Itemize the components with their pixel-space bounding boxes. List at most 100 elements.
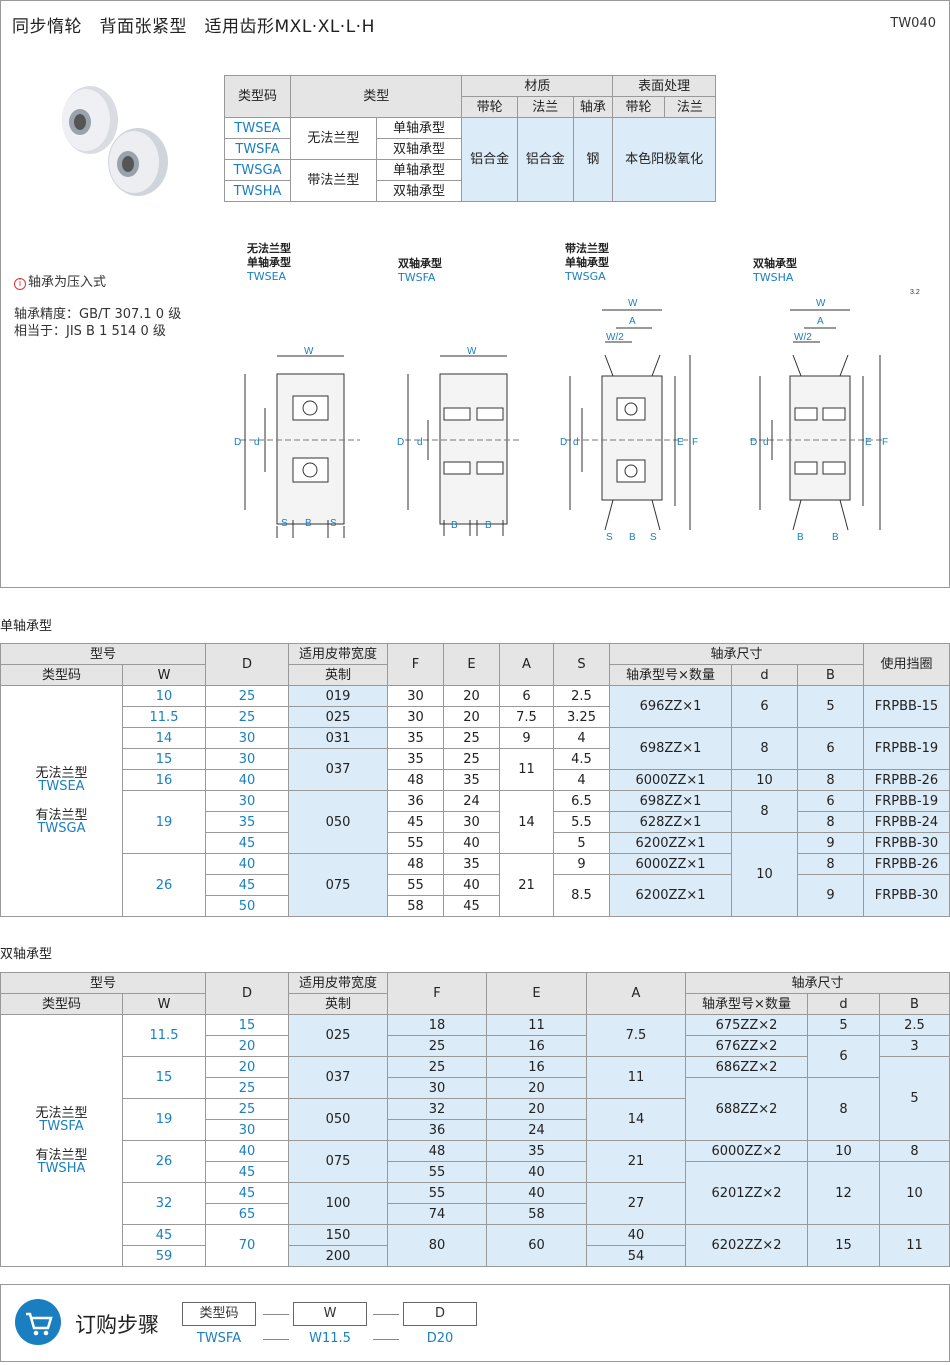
diagram-line: 单轴承型: [565, 256, 609, 269]
d-cell[interactable]: 45: [205, 874, 289, 896]
th-type: 类型: [289, 75, 463, 118]
d-cell[interactable]: 25: [205, 706, 289, 728]
dim-b: B: [629, 532, 636, 543]
bearing-model-cell: 6000ZZ×2: [685, 1140, 808, 1162]
dim-s: S: [281, 518, 288, 529]
th-typecode: 类型码: [224, 75, 291, 118]
d-cell[interactable]: 30: [205, 1119, 289, 1141]
d-cell[interactable]: 40: [205, 769, 289, 791]
dim-d-outer: D: [397, 437, 404, 448]
d-inner-cell: 6: [731, 685, 798, 728]
s-cell: 8.5: [553, 874, 610, 917]
ring-cell: FRPBB-26: [863, 853, 950, 875]
th-material: 材质: [461, 75, 614, 97]
w-cell[interactable]: 45: [122, 1224, 206, 1246]
d-cell[interactable]: 40: [205, 1140, 289, 1162]
width-cell: 037: [288, 748, 388, 791]
w-cell[interactable]: 10: [122, 685, 206, 707]
d-inner-cell: 8: [731, 727, 798, 770]
b-cell: 8: [797, 853, 864, 875]
bearing-model-cell: 676ZZ×2: [685, 1035, 808, 1057]
b-cell: 9: [797, 874, 864, 917]
d-cell[interactable]: 30: [205, 748, 289, 770]
technical-drawings: W D d S B S W D d B B W A W/2 D d E F S …: [234, 289, 920, 543]
code-cell[interactable]: TWSEA: [224, 117, 291, 139]
th-bearing: 轴承: [572, 96, 614, 118]
order-field-typecode: 类型码: [182, 1302, 256, 1326]
d-cell[interactable]: 30: [205, 790, 289, 812]
pulley-material: 铝合金: [461, 117, 518, 202]
w-cell[interactable]: 15: [122, 748, 206, 770]
s-cell: 4: [553, 727, 610, 749]
w-cell[interactable]: 19: [122, 1098, 206, 1141]
ring-cell: FRPBB-26: [863, 769, 950, 791]
dim-w-half: W/2: [606, 332, 624, 343]
th-surface: 表面处理: [612, 75, 716, 97]
w-cell[interactable]: 15: [122, 1056, 206, 1099]
w-cell[interactable]: 26: [122, 853, 206, 917]
f-cell: 74: [387, 1203, 487, 1225]
w-cell[interactable]: 16: [122, 769, 206, 791]
code-cell[interactable]: TWSHA: [224, 180, 291, 202]
d-inner-cell: 10: [807, 1140, 880, 1162]
dim-a: A: [817, 316, 824, 327]
d-cell[interactable]: 15: [205, 1014, 289, 1036]
f-cell: 36: [387, 1119, 487, 1141]
ring-cell: FRPBB-30: [863, 874, 950, 917]
th-a: A: [499, 643, 554, 686]
th-f: F: [387, 643, 444, 686]
order-dash: [373, 1339, 399, 1340]
surface-treatment: 本色阳极氧化: [612, 117, 716, 202]
dim-d-inner: d: [254, 437, 260, 448]
th-b: B: [797, 664, 864, 686]
d-cell[interactable]: 25: [205, 1098, 289, 1120]
d-cell[interactable]: 40: [205, 853, 289, 875]
d-cell[interactable]: 45: [205, 832, 289, 854]
e-cell: 45: [443, 895, 500, 917]
ring-cell: FRPBB-15: [863, 685, 950, 728]
d-cell[interactable]: 25: [205, 1077, 289, 1099]
e-cell: 40: [486, 1182, 587, 1204]
w-cell[interactable]: 26: [122, 1140, 206, 1183]
order-steps-panel: 订购步骤 类型码 W D TWSFA W11.5 D20: [0, 1284, 950, 1362]
d-cell[interactable]: 45: [205, 1182, 289, 1204]
code-cell[interactable]: TWSGA: [224, 159, 291, 181]
sub-type-cell: 双轴承型: [375, 138, 463, 160]
a-cell: 21: [586, 1140, 686, 1183]
order-dash: [373, 1314, 399, 1315]
ring-cell: FRPBB-24: [863, 811, 950, 833]
d-cell[interactable]: 35: [205, 811, 289, 833]
th-b: B: [879, 993, 950, 1015]
th-d-inner: d: [807, 993, 880, 1015]
w-cell[interactable]: 11.5: [122, 706, 206, 728]
e-cell: 58: [486, 1203, 587, 1225]
f-cell: 80: [387, 1224, 487, 1267]
d-cell[interactable]: 70: [205, 1224, 289, 1267]
d-cell[interactable]: 25: [205, 685, 289, 707]
d-cell[interactable]: 45: [205, 1161, 289, 1183]
th-typecode: 类型码: [0, 993, 123, 1015]
d-cell[interactable]: 65: [205, 1203, 289, 1225]
bearing-model-cell: 6201ZZ×2: [685, 1161, 808, 1225]
d-cell[interactable]: 30: [205, 727, 289, 749]
d-cell[interactable]: 50: [205, 895, 289, 917]
b-cell: 3: [879, 1035, 950, 1057]
d-cell[interactable]: 20: [205, 1035, 289, 1057]
f-cell: 36: [387, 790, 444, 812]
th-retaining-ring: 使用挡圈: [863, 643, 950, 686]
d-cell[interactable]: 20: [205, 1056, 289, 1078]
diagram-line: 带法兰型: [565, 242, 609, 255]
s-cell: 3.25: [553, 706, 610, 728]
w-cell[interactable]: 11.5: [122, 1014, 206, 1057]
w-cell[interactable]: 19: [122, 790, 206, 854]
w-cell[interactable]: 14: [122, 727, 206, 749]
w-cell[interactable]: 32: [122, 1182, 206, 1225]
f-cell: 45: [387, 811, 444, 833]
b-cell: 11: [879, 1224, 950, 1267]
code-cell[interactable]: TWSFA: [224, 138, 291, 160]
w-cell[interactable]: 59: [122, 1245, 206, 1267]
bearing-model-cell: 6202ZZ×2: [685, 1224, 808, 1267]
